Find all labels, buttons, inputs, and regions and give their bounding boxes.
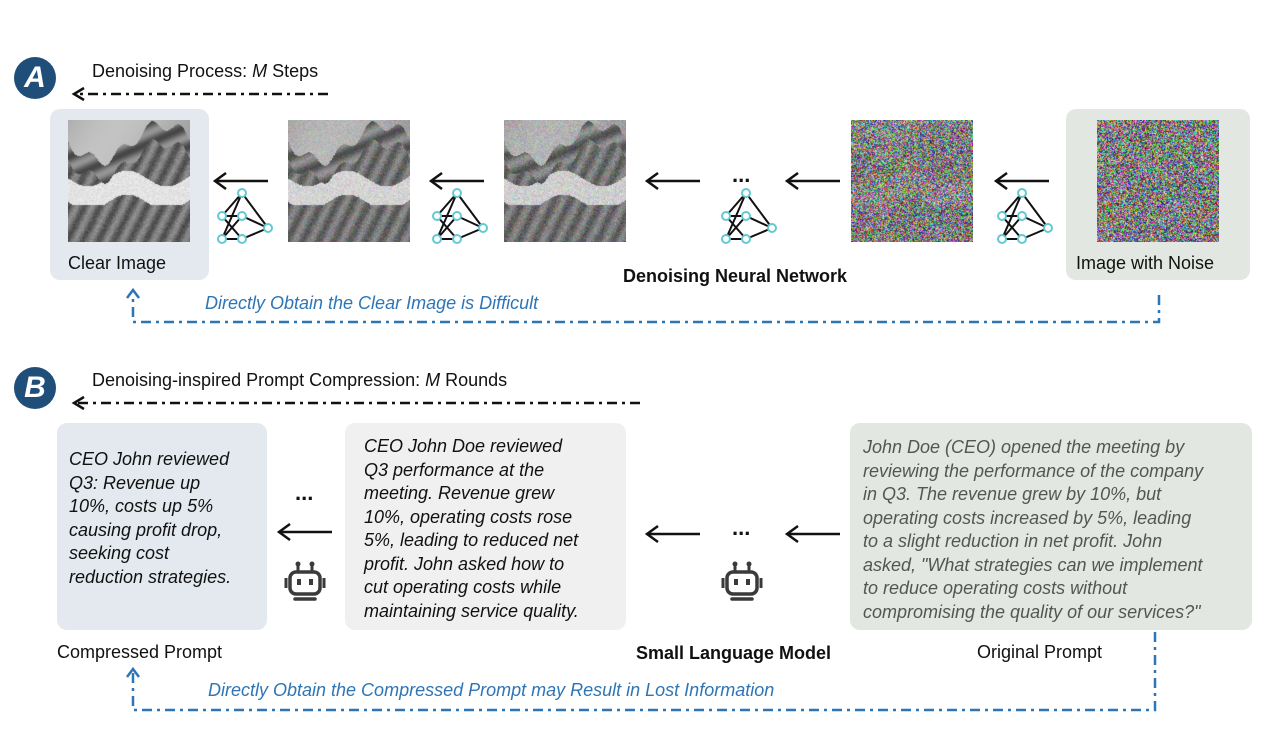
compressed-prompt-text: CEO John reviewed Q3: Revenue up 10%, co… [69, 449, 232, 587]
intermediate-prompt-text: CEO John Doe reviewed Q3 performance at … [364, 436, 579, 621]
process-variable: M [252, 61, 268, 81]
denoising-step-image-1 [288, 120, 410, 242]
compressed-prompt-box [57, 423, 267, 630]
noisy-image [1097, 120, 1219, 242]
compression-prefix: Denoising-inspired Prompt Compression: [92, 370, 426, 390]
robot-icon [284, 559, 326, 601]
panel-a-badge: A [14, 57, 56, 99]
denoising-step-image-2 [504, 120, 626, 242]
prompt-compression-title: Denoising-inspired Prompt Compression: M… [92, 370, 507, 391]
denoising-step-image-3 [851, 120, 973, 242]
small-language-model-label: Small Language Model [636, 643, 832, 663]
arrow-left-icon [276, 522, 840, 544]
original-prompt-box [850, 423, 1252, 630]
denoising-network-label: Denoising Neural Network [623, 266, 848, 286]
panel-a-process-arrow [71, 86, 328, 102]
robot-icon [721, 559, 763, 601]
intermediate-prompt-box [345, 423, 626, 630]
original-prompt-text: John Doe (CEO) opened the meeting by rev… [863, 437, 1204, 622]
clear-image [68, 120, 190, 242]
compression-variable: M [425, 370, 441, 390]
noise-image-label: Image with Noise [1076, 253, 1215, 273]
clear-image-label: Clear Image [68, 253, 167, 273]
panel-b-feedback-arrow [126, 632, 1157, 712]
lost-information-note: Directly Obtain the Compressed Prompt ma… [208, 680, 775, 700]
neural-network-icon [721, 188, 777, 244]
arrow-left-icon [212, 171, 1049, 191]
clear-image-difficulty-note: Directly Obtain the Clear Image is Diffi… [205, 293, 539, 313]
neural-network-icon [997, 188, 1053, 244]
round-ellipsis-right: ... [732, 515, 751, 540]
neural-network-icon [432, 188, 488, 244]
step-ellipsis: ... [732, 162, 751, 187]
panel-b-process-arrow [71, 395, 640, 411]
process-suffix: Steps [267, 61, 319, 81]
compression-suffix: Rounds [440, 370, 508, 390]
denoising-process-title: Denoising Process: M Steps [92, 61, 318, 82]
original-prompt-label: Original Prompt [977, 642, 1103, 662]
panel-b-badge: B [14, 367, 56, 409]
compressed-prompt-label: Compressed Prompt [57, 642, 223, 662]
panel-a-feedback-arrow [126, 287, 1161, 324]
round-ellipsis-left: ... [295, 480, 314, 505]
process-prefix: Denoising Process: [92, 61, 253, 81]
neural-network-icon [217, 188, 273, 244]
